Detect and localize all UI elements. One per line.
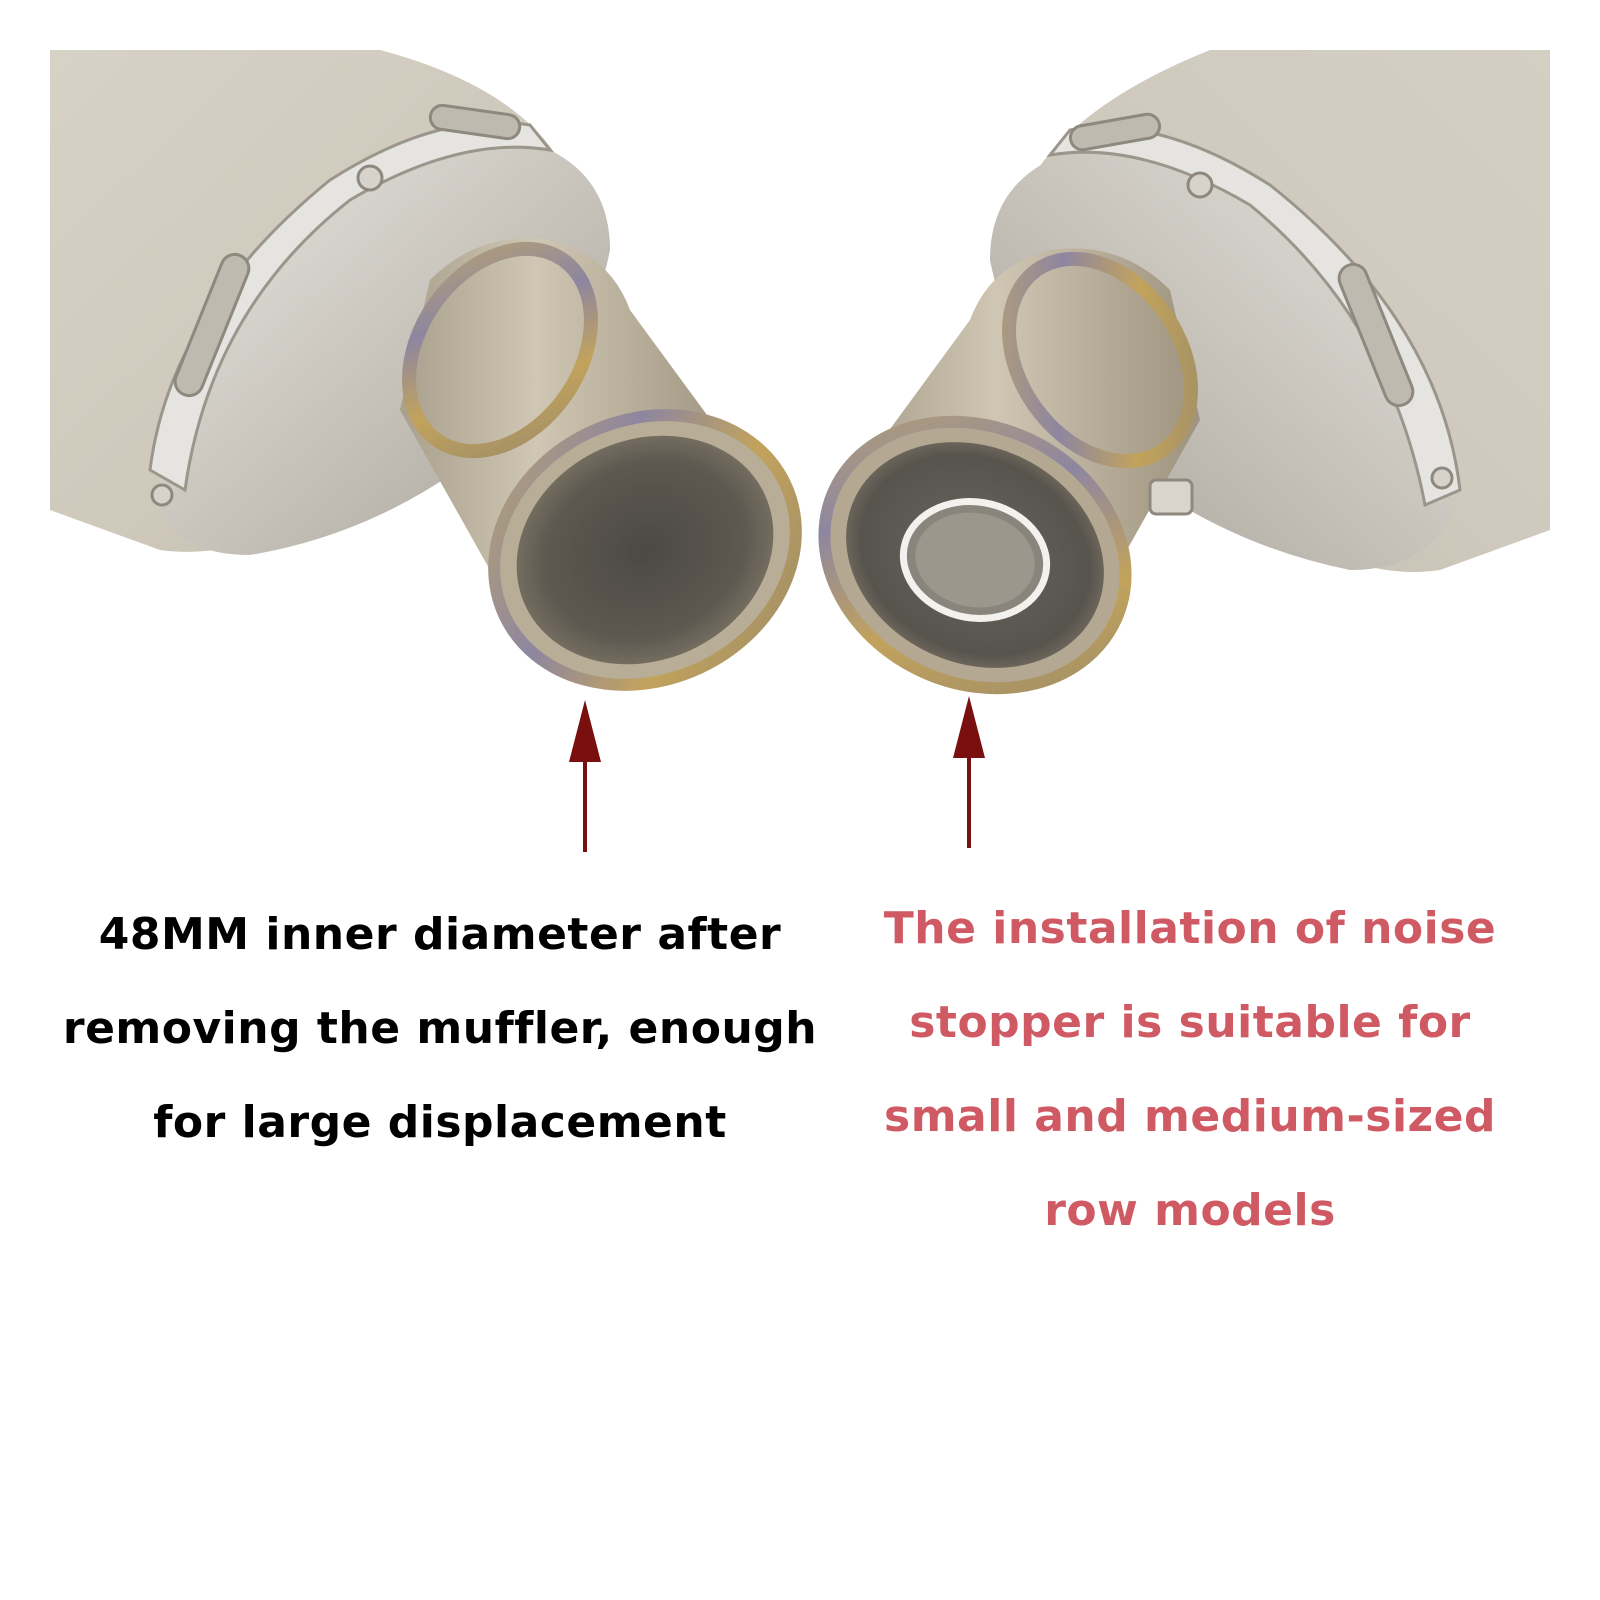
caption-left: 48MM inner diameter after removing the m… [40, 888, 840, 1170]
arrow-up-left-icon [569, 700, 601, 852]
caption-right-line: small and medium-sized [884, 1091, 1496, 1142]
caption-right-line: stopper is suitable for [909, 997, 1471, 1048]
caption-left-line: for large displacement [153, 1097, 727, 1148]
caption-left-line: 48MM inner diameter after [98, 909, 782, 960]
left-exhaust [50, 50, 802, 691]
caption-right: The installation of noise stopper is sui… [840, 882, 1540, 1258]
caption-right-line: row models [1044, 1185, 1336, 1236]
exhaust-photo-illustration [50, 50, 1550, 695]
caption-left-line: removing the muffler, enough [62, 1003, 818, 1054]
caption-right-line: The installation of noise [883, 903, 1497, 954]
right-exhaust [818, 50, 1550, 695]
arrow-up-right-icon [953, 696, 985, 848]
product-photo [50, 50, 1550, 710]
